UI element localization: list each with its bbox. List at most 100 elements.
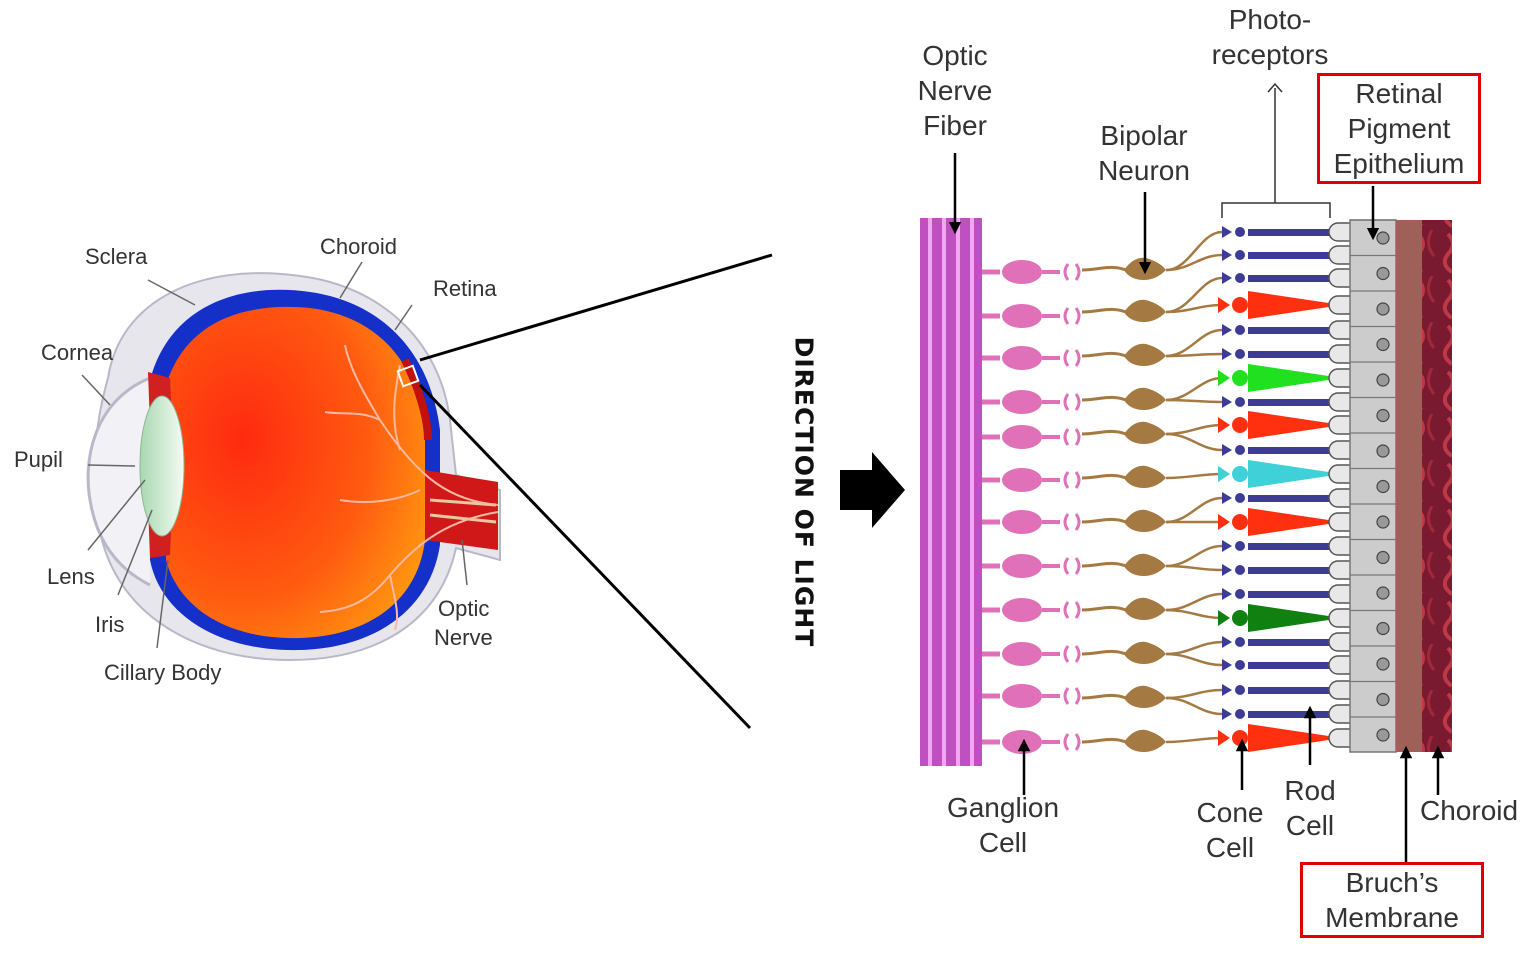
rpe-microvilli [1329,633,1352,651]
ganglion-cell [1002,730,1042,754]
cone-terminal [1218,466,1230,482]
bipolar-neuron [1124,510,1166,532]
rpe-microvilli [1329,585,1352,603]
bipolar-dendrite [1166,698,1222,714]
rpe-nucleus [1377,587,1389,599]
rpe-nucleus [1377,374,1389,386]
synapse [1065,264,1079,280]
direction-arrow-icon [840,452,905,528]
rod-terminal [1222,396,1232,408]
rod-cell [1248,591,1340,598]
zoom-line-top [420,255,772,360]
rod-terminal [1222,636,1232,648]
label-sclera: Sclera [85,244,147,270]
rod-terminal [1222,540,1232,552]
bipolar-dendrite [1166,566,1222,570]
rpe-nucleus [1377,694,1389,706]
cone-terminal [1218,297,1230,313]
ganglion-cell [1002,304,1042,328]
vitreous-body [165,307,425,638]
rpe-microvilli [1329,705,1352,723]
optic-nerve-fiber-layer [920,218,982,766]
rpe-microvilli [1329,296,1352,314]
cone-cell [1248,724,1342,752]
bipolar-axon [1082,475,1126,478]
cone-terminal [1218,514,1230,530]
bipolar-dendrite [1166,400,1222,402]
bipolar-neuron [1124,344,1166,366]
rod-cell [1248,543,1340,550]
bipolar-dendrite [1166,425,1222,434]
synapse [1065,350,1079,366]
rpe-nucleus [1377,481,1389,493]
ganglion-cell [1002,425,1042,449]
bipolar-dendrite [1166,546,1222,566]
bipolar-neuron [1124,730,1166,752]
rod-terminal [1222,226,1232,238]
rod-terminal [1222,249,1232,261]
bipolar-axon [1082,519,1126,522]
cone-nucleus [1232,514,1248,530]
bipolar-axon [1082,607,1126,610]
bipolar-axon [1082,309,1126,312]
synapse [1065,558,1079,574]
rod-nucleus [1235,227,1245,237]
rod-nucleus [1235,349,1245,359]
synapse [1065,602,1079,618]
label-choroid-eye: Choroid [320,234,397,260]
rpe-microvilli [1329,393,1352,411]
rpe-microvilli [1329,609,1352,627]
rpe-microvilli [1329,269,1352,287]
rod-nucleus [1235,250,1245,260]
rod-nucleus [1235,589,1245,599]
lens-shape [140,396,184,536]
cone-nucleus [1232,466,1248,482]
ganglion-cell [1002,390,1042,414]
bipolar-axon [1082,397,1126,400]
cone-cell [1248,291,1342,319]
synapse [1065,646,1079,662]
rod-terminal [1222,684,1232,696]
ganglion-cell [1002,554,1042,578]
rpe-nucleus [1377,658,1389,670]
bipolar-neuron [1124,466,1166,488]
synapse [1065,308,1079,324]
rod-terminal [1222,588,1232,600]
rod-nucleus [1235,493,1245,503]
bipolar-dendrite [1166,610,1222,618]
label-optic-nerve-fiber: Optic Nerve Fiber [905,38,1005,143]
bipolar-dendrite [1166,690,1222,698]
rpe-microvilli [1329,465,1352,483]
synapse [1065,688,1079,704]
rod-nucleus [1235,325,1245,335]
rod-terminal [1222,492,1232,504]
rpe-microvilli [1329,441,1352,459]
rpe-microvilli [1329,513,1352,531]
rpe-nucleus [1377,232,1389,244]
rod-cell [1248,687,1340,694]
synapse [1065,514,1079,530]
rod-cell [1248,252,1340,259]
rpe-microvilli [1329,681,1352,699]
rpe-nucleus [1377,268,1389,280]
bipolar-neuron [1124,642,1166,664]
rpe-microvilli [1329,656,1352,674]
zoom-line-bottom [420,385,750,728]
label-cornea: Cornea [41,340,113,366]
bipolar-dendrite [1166,378,1222,400]
ganglion-cell [1002,346,1042,370]
rod-cell [1248,495,1340,502]
choroid-retina-layer [1422,220,1452,752]
cone-terminal [1218,417,1230,433]
bipolar-dendrite [1166,642,1222,654]
bipolar-dendrite [1166,594,1222,610]
rod-cell [1248,567,1340,574]
label-retinal-pigment-epithelium: Retinal Pigment Epithelium [1317,73,1481,184]
rod-terminal [1222,272,1232,284]
label-lens: Lens [47,564,95,590]
rod-nucleus [1235,273,1245,283]
label-ganglion-cell: Ganglion Cell [938,790,1068,860]
label-bruchs-membrane: Bruch’s Membrane [1300,862,1484,938]
bipolar-dendrite [1166,434,1222,450]
rod-nucleus [1235,709,1245,719]
